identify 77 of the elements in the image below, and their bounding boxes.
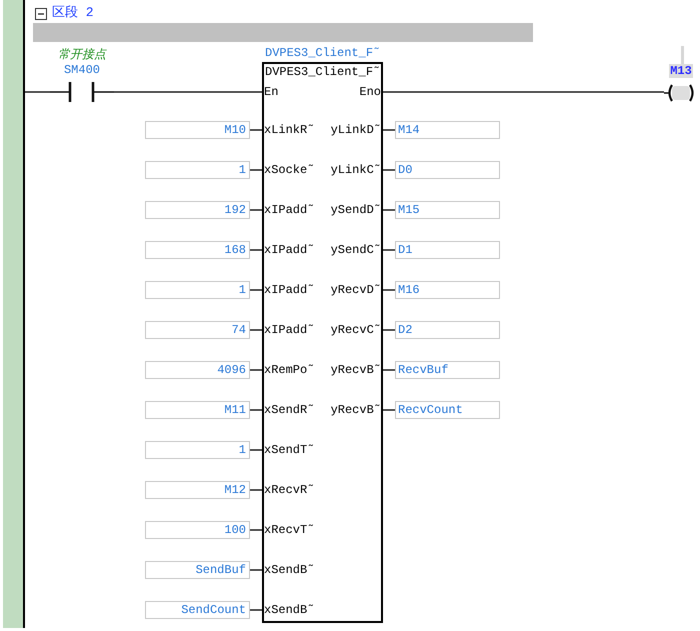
operand-field: SendBuf (145, 561, 250, 579)
pin-label: xRecvT˜ (264, 523, 314, 537)
connector-line (250, 569, 264, 571)
connector-line (250, 369, 264, 371)
connector-line (381, 329, 395, 331)
connector-line (250, 289, 264, 291)
connector-line (250, 329, 264, 331)
contact-comment: 常开接点 (58, 48, 106, 62)
operand-field: M12 (145, 481, 250, 499)
operand-field: 1 (145, 441, 250, 459)
operand-field: 74 (145, 321, 250, 339)
pin-label: Eno (359, 85, 381, 99)
connector-line (250, 609, 264, 611)
connector-line (250, 249, 264, 251)
operand-field: M14 (395, 121, 500, 139)
operand-field: 100 (145, 521, 250, 539)
pin-label: xLinkR˜ (264, 123, 314, 137)
operand-field: 4096 (145, 361, 250, 379)
operand-field: 1 (145, 281, 250, 299)
pin-label: xSendB˜ (264, 603, 314, 617)
section-title: 区段 2 (52, 5, 94, 21)
normally-open-contact (50, 48, 114, 103)
connector-line (381, 129, 395, 131)
operand-field: 192 (145, 201, 250, 219)
connector-line (250, 169, 264, 171)
pin-label: yRecvB˜ (330, 403, 381, 417)
connector-line (114, 91, 264, 93)
connector-line (250, 489, 264, 491)
operand-field: RecvBuf (395, 361, 500, 379)
pin-label: yRecvC˜ (330, 323, 381, 337)
pin-label: xSendB˜ (264, 563, 314, 577)
block-type-name: DVPES3_Client_F˜ (265, 65, 380, 79)
pin-label: xRecvR˜ (264, 483, 314, 497)
operand-field: D0 (395, 161, 500, 179)
pin-label: xIPadd˜ (264, 243, 314, 257)
connector-line (250, 529, 264, 531)
operand-field: RecvCount (395, 401, 500, 419)
pin-label: xSocke˜ (264, 163, 314, 177)
connector-line (381, 209, 395, 211)
instance-name: DVPES3_Client_F˜ (265, 46, 380, 60)
operand-field: D1 (395, 241, 500, 259)
connector-line (250, 129, 264, 131)
operand-field: M10 (145, 121, 250, 139)
connector-line (250, 209, 264, 211)
pin-label: xSendT˜ (264, 443, 314, 457)
operand-field: D2 (395, 321, 500, 339)
pin-label: xIPadd˜ (264, 323, 314, 337)
pin-label: xIPadd˜ (264, 203, 314, 217)
operand-field: 1 (145, 161, 250, 179)
connector-line (381, 91, 664, 93)
pin-label: xIPadd˜ (264, 283, 314, 297)
connector-line (250, 449, 264, 451)
pin-label: yLinkD˜ (330, 123, 381, 137)
connector-line (381, 369, 395, 371)
connector-line (25, 91, 50, 93)
pin-label: yRecvB˜ (330, 363, 381, 377)
operand-field: M16 (395, 281, 500, 299)
connector-line (250, 409, 264, 411)
operand-field: M11 (145, 401, 250, 419)
pin-label: xSendR˜ (264, 403, 314, 417)
operand-field: SendCount (145, 601, 250, 619)
pin-label: ySendC˜ (330, 243, 381, 257)
operand-field: M15 (395, 201, 500, 219)
power-rail (3, 0, 25, 628)
pin-label: yLinkC˜ (330, 163, 381, 177)
connector-line (381, 409, 395, 411)
pin-label: xRemPo˜ (264, 363, 314, 377)
pin-label: En (264, 85, 278, 99)
connector-line (381, 169, 395, 171)
pin-label: ySendD˜ (330, 203, 381, 217)
connector-line (381, 249, 395, 251)
coil-operand: M13 (669, 64, 693, 78)
function-block (262, 62, 383, 623)
connector-line (381, 289, 395, 291)
pin-label: yRecvD˜ (330, 283, 381, 297)
operand-field: 168 (145, 241, 250, 259)
contact-operand: SM400 (64, 63, 100, 77)
